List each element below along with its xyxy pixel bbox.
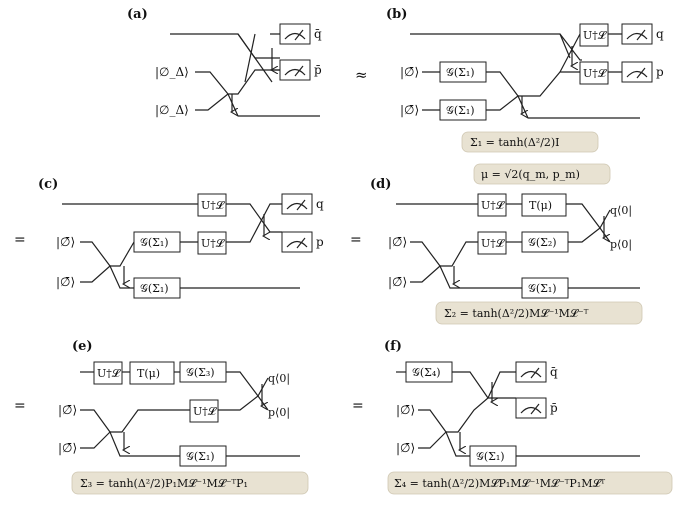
svg-text:U†𝓛: U†𝓛 — [481, 237, 506, 250]
meter-icon — [626, 67, 648, 79]
svg-text:𝒢(Σ₁): 𝒢(Σ₁) — [140, 236, 169, 249]
svg-text:|∅̄⟩: |∅̄⟩ — [388, 275, 407, 289]
svg-text:Σ₁ = tanh(Δ²/2)I: Σ₁ = tanh(Δ²/2)I — [470, 136, 560, 149]
svg-text:𝒢(Σ₁): 𝒢(Σ₁) — [446, 104, 475, 117]
svg-text:|∅̄⟩: |∅̄⟩ — [58, 441, 77, 455]
meter-icon — [284, 29, 306, 41]
panel-label-e: (e) — [72, 339, 93, 354]
panel-b: (b) 𝒢(Σ₁) 𝒢(Σ₁) U†𝓛 U†𝓛 q p |∅̄⟩ |∅̄⟩ Σ₁… — [386, 7, 664, 185]
wire-a-bot-out — [227, 93, 320, 117]
svg-text:=: = — [350, 232, 362, 248]
svg-text:Σ₃ = tanh(Δ²/2)P₁M𝓛⁻¹M𝓛⁻ᵀP₁: Σ₃ = tanh(Δ²/2)P₁M𝓛⁻¹M𝓛⁻ᵀP₁ — [80, 477, 248, 490]
caption-mu — [473, 163, 611, 185]
meter-icon — [284, 65, 306, 77]
panel-d: (d) = U†𝓛 T(μ) U†𝓛 𝒢(Σ₂) 𝒢(Σ₁) q⟨0| p⟨0|… — [350, 177, 643, 325]
svg-text:μ = √2(q_m, p_m): μ = √2(q_m, p_m) — [481, 168, 580, 181]
svg-text:U†𝓛: U†𝓛 — [193, 405, 218, 418]
svg-text:p: p — [656, 65, 664, 79]
svg-text:Σ₂ = tanh(Δ²/2)M𝓛⁻¹M𝓛⁻ᵀ: Σ₂ = tanh(Δ²/2)M𝓛⁻¹M𝓛⁻ᵀ — [444, 307, 589, 320]
wire-a-bot — [195, 93, 229, 111]
svg-text:𝒢(Σ₄): 𝒢(Σ₄) — [412, 366, 441, 379]
svg-text:q: q — [316, 197, 324, 211]
svg-text:|∅̄⟩: |∅̄⟩ — [388, 235, 407, 249]
panel-f: (f) = 𝒢(Σ₄) 𝒢(Σ₁) q̄ p̄ |∅̄⟩ |∅̄⟩ Σ₄ = t… — [352, 339, 673, 495]
panel-c: (c) = U†𝓛 𝒢(Σ₁) U†𝓛 𝒢(Σ₁) q p |∅̄⟩ |∅̄⟩ — [14, 177, 324, 299]
panel-label-a: (a) — [127, 7, 148, 22]
svg-text:q̄: q̄ — [550, 365, 558, 379]
meter-icon — [520, 367, 542, 379]
svg-text:U†𝓛: U†𝓛 — [481, 199, 506, 212]
svg-text:U†𝓛: U†𝓛 — [97, 367, 122, 380]
svg-text:=: = — [14, 232, 26, 248]
svg-text:q⟨0|: q⟨0| — [610, 204, 632, 218]
gate-b-U-top — [579, 23, 609, 47]
caption-sigma4 — [387, 471, 673, 495]
svg-text:p⟨0|: p⟨0| — [610, 238, 632, 252]
panel-label-f: (f) — [384, 339, 402, 354]
svg-text:|∅̄⟩: |∅̄⟩ — [400, 103, 419, 117]
panel-label-d: (d) — [370, 177, 391, 192]
gate-b-U-bot — [579, 61, 609, 85]
caption-sigma2 — [435, 301, 643, 325]
meter-icon — [286, 237, 308, 249]
svg-text:𝒢(Σ₁): 𝒢(Σ₁) — [476, 450, 505, 463]
svg-text:q: q — [656, 27, 664, 41]
svg-text:p: p — [316, 235, 324, 249]
out-a-qbar: q̄ — [314, 27, 322, 41]
out-a-pbar: p̄ — [314, 63, 322, 77]
svg-text:|∅̄⟩: |∅̄⟩ — [396, 403, 415, 417]
svg-text:U†𝓛: U†𝓛 — [201, 199, 226, 212]
svg-text:|∅̄⟩: |∅̄⟩ — [396, 441, 415, 455]
meter-icon — [286, 199, 308, 211]
svg-text:Σ₄ = tanh(Δ²/2)M𝓛P₁M𝓛⁻¹M𝓛⁻ᵀ: Σ₄ = tanh(Δ²/2)M𝓛P₁M𝓛⁻¹M𝓛⁻ᵀP₁M𝓛ᵀ — [394, 477, 605, 490]
svg-text:|∅̄⟩: |∅̄⟩ — [400, 65, 419, 79]
wire-a-mid — [195, 69, 280, 95]
svg-text:𝒢(Σ₁): 𝒢(Σ₁) — [186, 450, 215, 463]
svg-text:=: = — [352, 398, 364, 414]
meter-icon — [520, 403, 542, 415]
rel-approx: ≈ — [355, 66, 368, 84]
svg-text:|∅̄⟩: |∅̄⟩ — [56, 275, 75, 289]
svg-text:U†𝓛: U†𝓛 — [201, 237, 226, 250]
meter-icon — [626, 29, 648, 41]
in-a-1: |∅_Δ⟩ — [155, 65, 189, 79]
svg-text:𝒢(Σ₁): 𝒢(Σ₁) — [446, 66, 475, 79]
panel-label-c: (c) — [38, 177, 58, 192]
panel-label-b: (b) — [386, 7, 407, 22]
svg-text:U†𝓛: U†𝓛 — [583, 67, 608, 80]
svg-text:𝒢(Σ₁): 𝒢(Σ₁) — [140, 282, 169, 295]
svg-text:|∅̄⟩: |∅̄⟩ — [56, 235, 75, 249]
svg-text:𝒢(Σ₃): 𝒢(Σ₃) — [186, 366, 215, 379]
svg-text:p⟨0|: p⟨0| — [268, 406, 290, 420]
in-a-2: |∅_Δ⟩ — [155, 103, 189, 117]
caption-sigma3 — [71, 471, 309, 495]
svg-text:|∅̄⟩: |∅̄⟩ — [58, 403, 77, 417]
svg-text:𝒢(Σ₂): 𝒢(Σ₂) — [528, 236, 557, 249]
svg-text:T(μ): T(μ) — [529, 199, 552, 212]
svg-text:p̄: p̄ — [550, 401, 558, 415]
bs-a1b — [237, 33, 273, 83]
svg-text:q⟨0|: q⟨0| — [268, 372, 290, 386]
svg-text:𝒢(Σ₁): 𝒢(Σ₁) — [528, 282, 557, 295]
caption-sigma1 — [461, 131, 599, 153]
bs-a1 — [244, 33, 256, 83]
svg-text:=: = — [14, 398, 26, 414]
wire-a-top — [170, 33, 280, 59]
svg-text:U†𝓛: U†𝓛 — [583, 29, 608, 42]
panel-e: (e) = U†𝓛 T(μ) 𝒢(Σ₃) U†𝓛 𝒢(Σ₁) q⟨0| p⟨0|… — [14, 339, 309, 495]
svg-text:T(μ): T(μ) — [137, 367, 160, 380]
panel-a: (a) q̄ p̄ |∅_Δ⟩ |∅_Δ⟩ — [127, 7, 322, 117]
